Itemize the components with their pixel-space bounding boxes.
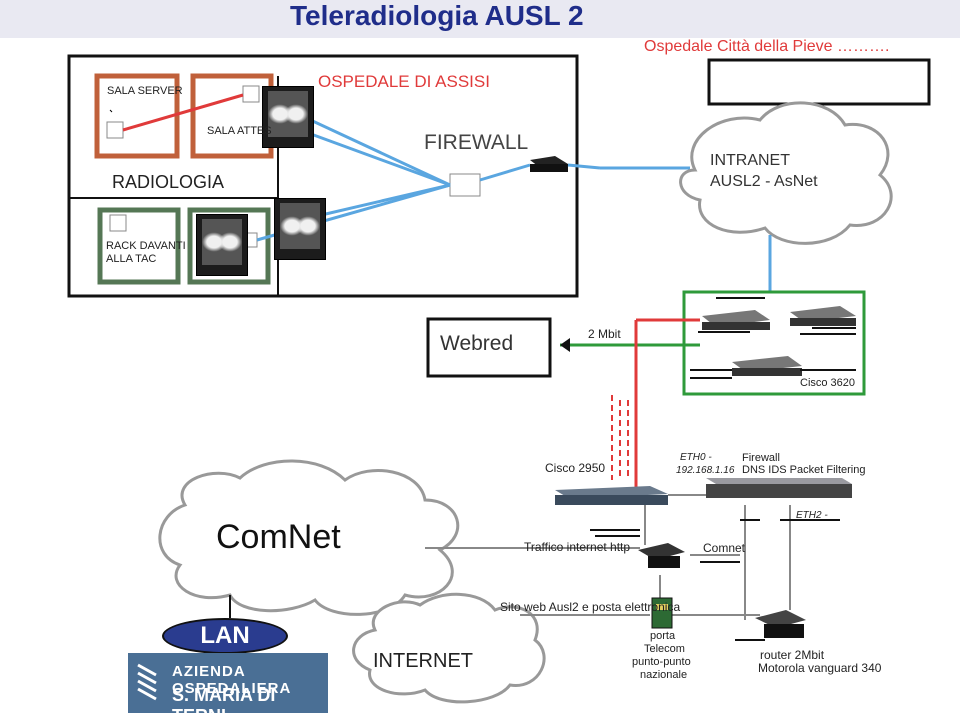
comnet-label: Comnet bbox=[703, 541, 746, 555]
sala-attesa-label: SALA ATTES bbox=[207, 125, 272, 137]
logo-line2: S. MARIA DI TERNI bbox=[172, 685, 276, 726]
title-bar bbox=[0, 0, 960, 38]
assisi-router bbox=[530, 164, 568, 172]
radiologia-label: RADIOLOGIA bbox=[112, 172, 225, 192]
traffico-label: Traffico internet http bbox=[524, 540, 631, 554]
lan-badge: LAN bbox=[162, 618, 288, 654]
firewall-node bbox=[449, 173, 481, 197]
porta-line1: porta bbox=[650, 630, 676, 642]
firewall-box-line2: DNS IDS Packet Filtering bbox=[742, 464, 866, 476]
link-speed-label: 2 Mbit bbox=[588, 327, 621, 341]
comnet-cloud-label: ComNet bbox=[216, 518, 341, 556]
azienda-logo: AZIENDA OSPEDALIERA S. MARIA DI TERNI bbox=[128, 653, 328, 726]
sala-server-label: SALA SERVER bbox=[107, 85, 183, 97]
xray-monitor-1 bbox=[262, 86, 314, 148]
page-title: Teleradiologia AUSL 2 bbox=[290, 0, 584, 31]
intranet-line2: AUSL2 - AsNet bbox=[710, 173, 818, 190]
xray-monitor-2 bbox=[196, 214, 248, 276]
sala-server-box bbox=[94, 73, 180, 159]
motorola-router bbox=[755, 610, 806, 638]
logo-line1: AZIENDA OSPEDALIERA bbox=[172, 663, 292, 697]
comnet-cloud bbox=[158, 459, 460, 616]
firewall-label: FIREWALL bbox=[424, 131, 529, 154]
pieve-box bbox=[707, 58, 931, 106]
assisi-frame bbox=[67, 54, 579, 298]
rack-box-1 bbox=[97, 207, 181, 285]
porta-line3: punto-punto bbox=[632, 656, 691, 668]
cisco3620-label: Cisco 3620 bbox=[800, 377, 856, 389]
eth0-line2: 192.168.1.16 bbox=[676, 465, 735, 476]
eth2-label: ETH2 - bbox=[796, 510, 828, 521]
porta-telecom-device bbox=[651, 597, 673, 629]
firewall-box-line1: Firewall bbox=[742, 452, 780, 464]
intranet-line1: INTRANET bbox=[710, 152, 790, 169]
attesa-port bbox=[242, 85, 260, 103]
porta-line2: Telecom bbox=[644, 643, 685, 655]
router-line1: router 2Mbit bbox=[760, 648, 825, 662]
cisco2950-switch bbox=[555, 486, 668, 505]
webred-label: Webred bbox=[440, 332, 514, 355]
cisco3620-router-3 bbox=[732, 356, 802, 376]
webred-arrow bbox=[560, 338, 570, 352]
xray-monitor-3 bbox=[274, 198, 326, 260]
rack-label: RACK DAVANTI ALLA TAC bbox=[106, 240, 186, 265]
comnet-router bbox=[638, 543, 685, 568]
firewall-appliance bbox=[706, 478, 852, 498]
webred-box bbox=[426, 317, 552, 378]
server-port bbox=[106, 121, 124, 139]
intranet-cloud bbox=[679, 101, 893, 245]
assisi-label: OSPEDALE DI ASSISI bbox=[318, 72, 490, 91]
cisco2950-label: Cisco 2950 bbox=[545, 461, 606, 475]
eth0-line1: ETH0 - bbox=[680, 452, 712, 463]
porta-line4: nazionale bbox=[640, 669, 688, 681]
internet-label: INTERNET bbox=[373, 650, 473, 672]
sito-web-label: Sito web Ausl2 e posta elettronica bbox=[500, 600, 681, 614]
logo-mark-icon bbox=[137, 663, 157, 701]
cisco3620-router-2 bbox=[790, 306, 856, 326]
internet-cloud bbox=[352, 592, 546, 704]
cisco3620-router-1 bbox=[702, 310, 770, 330]
server-attesa-link bbox=[122, 93, 244, 132]
pieve-label: Ospedale Città della Pieve ………. bbox=[644, 38, 890, 55]
router-line2: Motorola vanguard 340 bbox=[758, 661, 882, 675]
